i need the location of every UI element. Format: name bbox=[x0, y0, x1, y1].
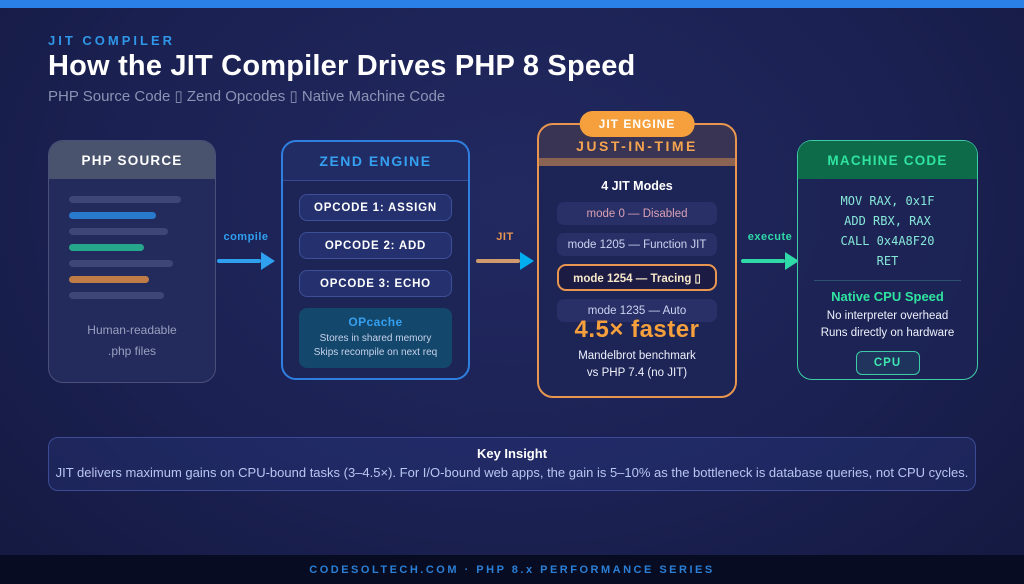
cpu-chip-badge: CPU bbox=[855, 351, 920, 375]
eyebrow-label: JIT COMPILER bbox=[48, 33, 176, 48]
opcache-panel: OPcache Stores in shared memory Skips re… bbox=[299, 308, 452, 368]
php-caption-line2: .php files bbox=[107, 344, 157, 358]
compile-arrow: compile bbox=[216, 231, 276, 270]
jit-arrow-head bbox=[520, 252, 534, 270]
jit-arrow-icon bbox=[475, 252, 535, 270]
jit-speedup-value: 4.5× faster bbox=[574, 316, 700, 343]
jit-benchmark-line1: Mandelbrot benchmark bbox=[578, 350, 696, 362]
code-bar bbox=[69, 276, 149, 283]
compile-arrow-line bbox=[217, 259, 261, 263]
jit-arrow-line bbox=[476, 259, 520, 263]
native-speed-title: Native CPU Speed bbox=[831, 289, 944, 304]
native-speed-line2: Runs directly on hardware bbox=[820, 327, 955, 339]
php-source-caption: Human-readable .php files bbox=[49, 320, 215, 362]
zend-engine-box: ZEND ENGINE OPCODE 1: ASSIGN OPCODE 2: A… bbox=[281, 140, 470, 380]
jit-mode-row-auto: mode 1235 — Auto bbox=[557, 299, 717, 322]
jit-mode-row-disabled: mode 0 — Disabled bbox=[557, 202, 717, 225]
key-insight-panel: Key Insight JIT delivers maximum gains o… bbox=[48, 437, 976, 491]
jit-benchmark-line2: vs PHP 7.4 (no JIT) bbox=[586, 367, 688, 379]
machine-code-box: MACHINE CODE MOV RAX, 0x1F ADD RBX, RAX … bbox=[797, 140, 978, 380]
code-bar bbox=[69, 244, 144, 251]
machine-code-header: MACHINE CODE bbox=[798, 141, 977, 179]
opcache-title: OPcache bbox=[348, 315, 403, 329]
execute-arrow-head bbox=[785, 252, 799, 270]
machine-code-divider bbox=[814, 280, 961, 281]
opcache-line1: Stores in shared memory bbox=[319, 333, 432, 344]
code-bar bbox=[69, 212, 156, 219]
php-source-box: PHP SOURCE Human-readable .php files bbox=[48, 140, 216, 383]
jit-mode-list: mode 0 — Disabled mode 1205 — Function J… bbox=[539, 193, 735, 322]
opcode-row-2: OPCODE 2: ADD bbox=[299, 232, 452, 259]
php-code-bars bbox=[49, 179, 215, 299]
footer-bar: CODESOLTECH.COM · PHP 8.x PERFORMANCE SE… bbox=[0, 555, 1024, 584]
opcache-line2: Skips recompile on next req bbox=[313, 347, 438, 358]
asm-line-1: MOV RAX, 0x1F bbox=[840, 194, 935, 208]
zend-engine-header: ZEND ENGINE bbox=[283, 142, 468, 181]
php-source-header: PHP SOURCE bbox=[49, 141, 215, 179]
jit-speed-stat: 4.5× faster Mandelbrot benchmark vs PHP … bbox=[539, 316, 735, 382]
execute-arrow: execute bbox=[740, 231, 800, 270]
jit-arrow: JIT bbox=[475, 231, 535, 270]
compile-arrow-label: compile bbox=[223, 231, 269, 243]
key-insight-title: Key Insight bbox=[476, 446, 548, 461]
top-accent-strip bbox=[0, 0, 1024, 8]
code-bar bbox=[69, 260, 173, 267]
php-caption-line1: Human-readable bbox=[87, 323, 177, 337]
execute-arrow-line bbox=[741, 259, 785, 263]
key-insight-body: JIT delivers maximum gains on CPU-bound … bbox=[55, 465, 969, 480]
opcode-row-3: OPCODE 3: ECHO bbox=[299, 270, 452, 297]
code-bar bbox=[69, 196, 181, 203]
jit-mode-row-tracing-selected: mode 1254 — Tracing ▯ bbox=[557, 264, 717, 291]
opcode-row-1: OPCODE 1: ASSIGN bbox=[299, 194, 452, 221]
opcode-list: OPCODE 1: ASSIGN OPCODE 2: ADD OPCODE 3:… bbox=[283, 181, 468, 297]
jit-header-band bbox=[539, 158, 735, 166]
jit-mode-row-function: mode 1205 — Function JIT bbox=[557, 233, 717, 256]
assembly-listing: MOV RAX, 0x1F ADD RBX, RAX CALL 0x4A8F20… bbox=[798, 179, 977, 271]
execute-arrow-label: execute bbox=[747, 231, 793, 243]
code-bar bbox=[69, 228, 168, 235]
compile-arrow-icon bbox=[216, 252, 276, 270]
asm-line-4: RET bbox=[876, 254, 899, 268]
asm-line-2: ADD RBX, RAX bbox=[844, 214, 931, 228]
jit-modes-title: 4 JIT Modes bbox=[601, 179, 673, 193]
asm-line-3: CALL 0x4A8F20 bbox=[840, 234, 935, 248]
execute-arrow-icon bbox=[740, 252, 800, 270]
page-title: How the JIT Compiler Drives PHP 8 Speed bbox=[48, 50, 636, 82]
jit-engine-box: JIT ENGINE JUST-IN-TIME 4 JIT Modes mode… bbox=[537, 111, 737, 398]
code-bar bbox=[69, 292, 164, 299]
compile-arrow-head bbox=[261, 252, 275, 270]
native-speed-line1: No interpreter overhead bbox=[826, 310, 949, 322]
jit-engine-badge: JIT ENGINE bbox=[579, 111, 695, 137]
page-subtitle: PHP Source Code ▯ Zend Opcodes ▯ Native … bbox=[48, 88, 446, 105]
jit-arrow-label: JIT bbox=[496, 231, 514, 243]
